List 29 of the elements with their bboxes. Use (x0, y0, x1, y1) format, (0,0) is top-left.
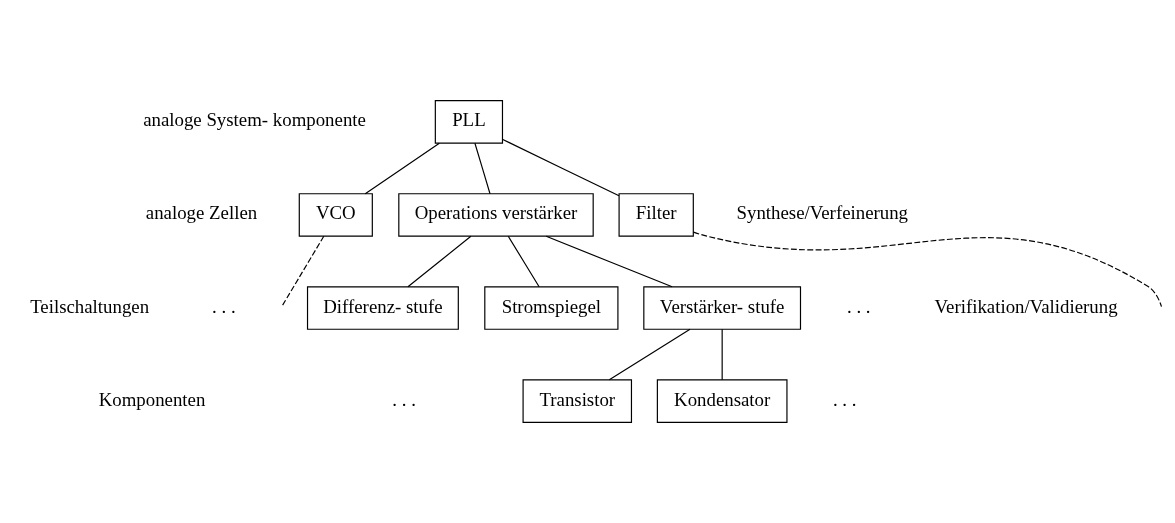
label: Teilschaltungen (30, 295, 150, 317)
node-box: Differenz- stufe (306, 286, 459, 330)
node-box: Transistor (522, 379, 633, 423)
label: . . . (832, 388, 857, 410)
label: analoge System- komponente (143, 109, 366, 131)
connector (721, 328, 723, 381)
label: . . . (212, 295, 236, 317)
node-box: Kondensator (656, 379, 788, 423)
label: Synthese/Verfeinerung (736, 202, 909, 224)
connector (364, 142, 440, 195)
connector (692, 231, 1163, 308)
connector (608, 328, 691, 381)
connector (281, 235, 325, 308)
connector (474, 142, 491, 195)
connector (502, 138, 620, 197)
node-box: Verstärker- stufe (643, 286, 802, 330)
label: Verifikation/Validierung (934, 295, 1118, 317)
label: Komponenten (98, 388, 206, 410)
connector (545, 235, 673, 288)
node-box: Operations verstärker (398, 193, 594, 237)
connector (407, 235, 472, 288)
label: analoge Zellen (145, 202, 258, 224)
node-box: Stromspiegel (484, 286, 619, 330)
node-box: PLL (434, 100, 504, 144)
connector (507, 235, 540, 288)
label: . . . (392, 388, 416, 410)
node-box: VCO (298, 193, 373, 237)
label: . . . (847, 295, 871, 317)
node-box: Filter (618, 193, 694, 237)
